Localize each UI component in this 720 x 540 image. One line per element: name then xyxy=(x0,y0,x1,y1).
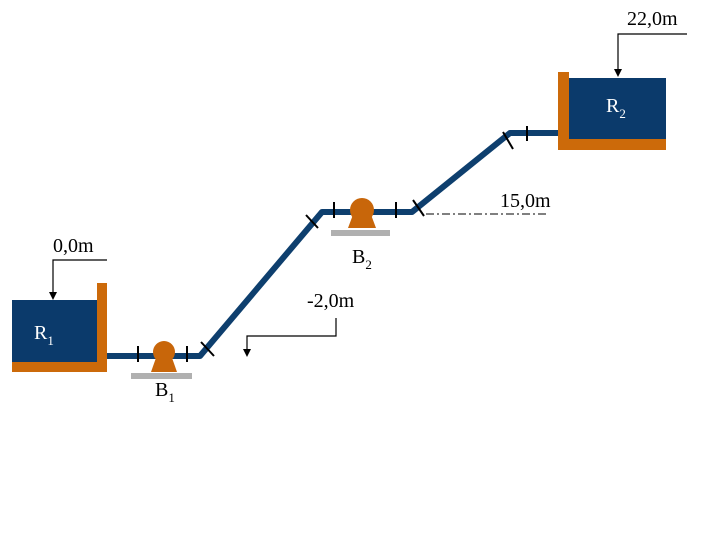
reservoir-r1: R1 xyxy=(12,283,107,372)
pump-b1-label: B1 xyxy=(155,379,175,405)
reservoir-floor xyxy=(558,139,666,150)
reservoir-r2: R2 xyxy=(558,72,666,150)
pipe-joint-icon xyxy=(412,199,425,217)
level-label-r2: 22,0m xyxy=(627,8,678,30)
level-indicator-r2: 22,0m xyxy=(614,8,687,77)
level-label-r1: 0,0m xyxy=(53,235,94,257)
pipe-joint-icon xyxy=(200,341,215,357)
level-label-b2: 15,0m xyxy=(500,190,551,212)
pump-icon xyxy=(151,341,177,372)
arrow-down-icon xyxy=(614,69,622,77)
pump-b2 xyxy=(331,198,390,236)
reservoir-icon xyxy=(569,78,666,139)
pump-b1 xyxy=(131,341,192,379)
pump-b2-label: B2 xyxy=(352,246,372,272)
reservoir-wall-right xyxy=(97,283,107,362)
level-indicator-b1: -2,0m xyxy=(243,290,355,357)
pipeline xyxy=(97,130,558,359)
pump-base xyxy=(131,373,192,379)
pump-base xyxy=(331,230,390,236)
pipe-joint-icon xyxy=(305,214,319,229)
reservoir-icon xyxy=(12,300,97,362)
reservoir-floor xyxy=(12,362,107,372)
reservoir-wall-left xyxy=(558,72,569,139)
arrow-down-icon xyxy=(243,349,251,357)
reservoir-r2-label: R2 xyxy=(606,95,626,121)
pump-icon xyxy=(348,198,376,228)
pipe-joint-icon xyxy=(502,131,514,150)
reservoir-r1-label: R1 xyxy=(34,322,54,348)
level-label-b1: -2,0m xyxy=(307,290,355,312)
arrow-down-icon xyxy=(49,292,57,300)
pipe-fittings xyxy=(137,126,528,362)
level-indicator-b2: 15,0m xyxy=(426,190,551,215)
level-indicator-r1: 0,0m xyxy=(49,235,107,300)
